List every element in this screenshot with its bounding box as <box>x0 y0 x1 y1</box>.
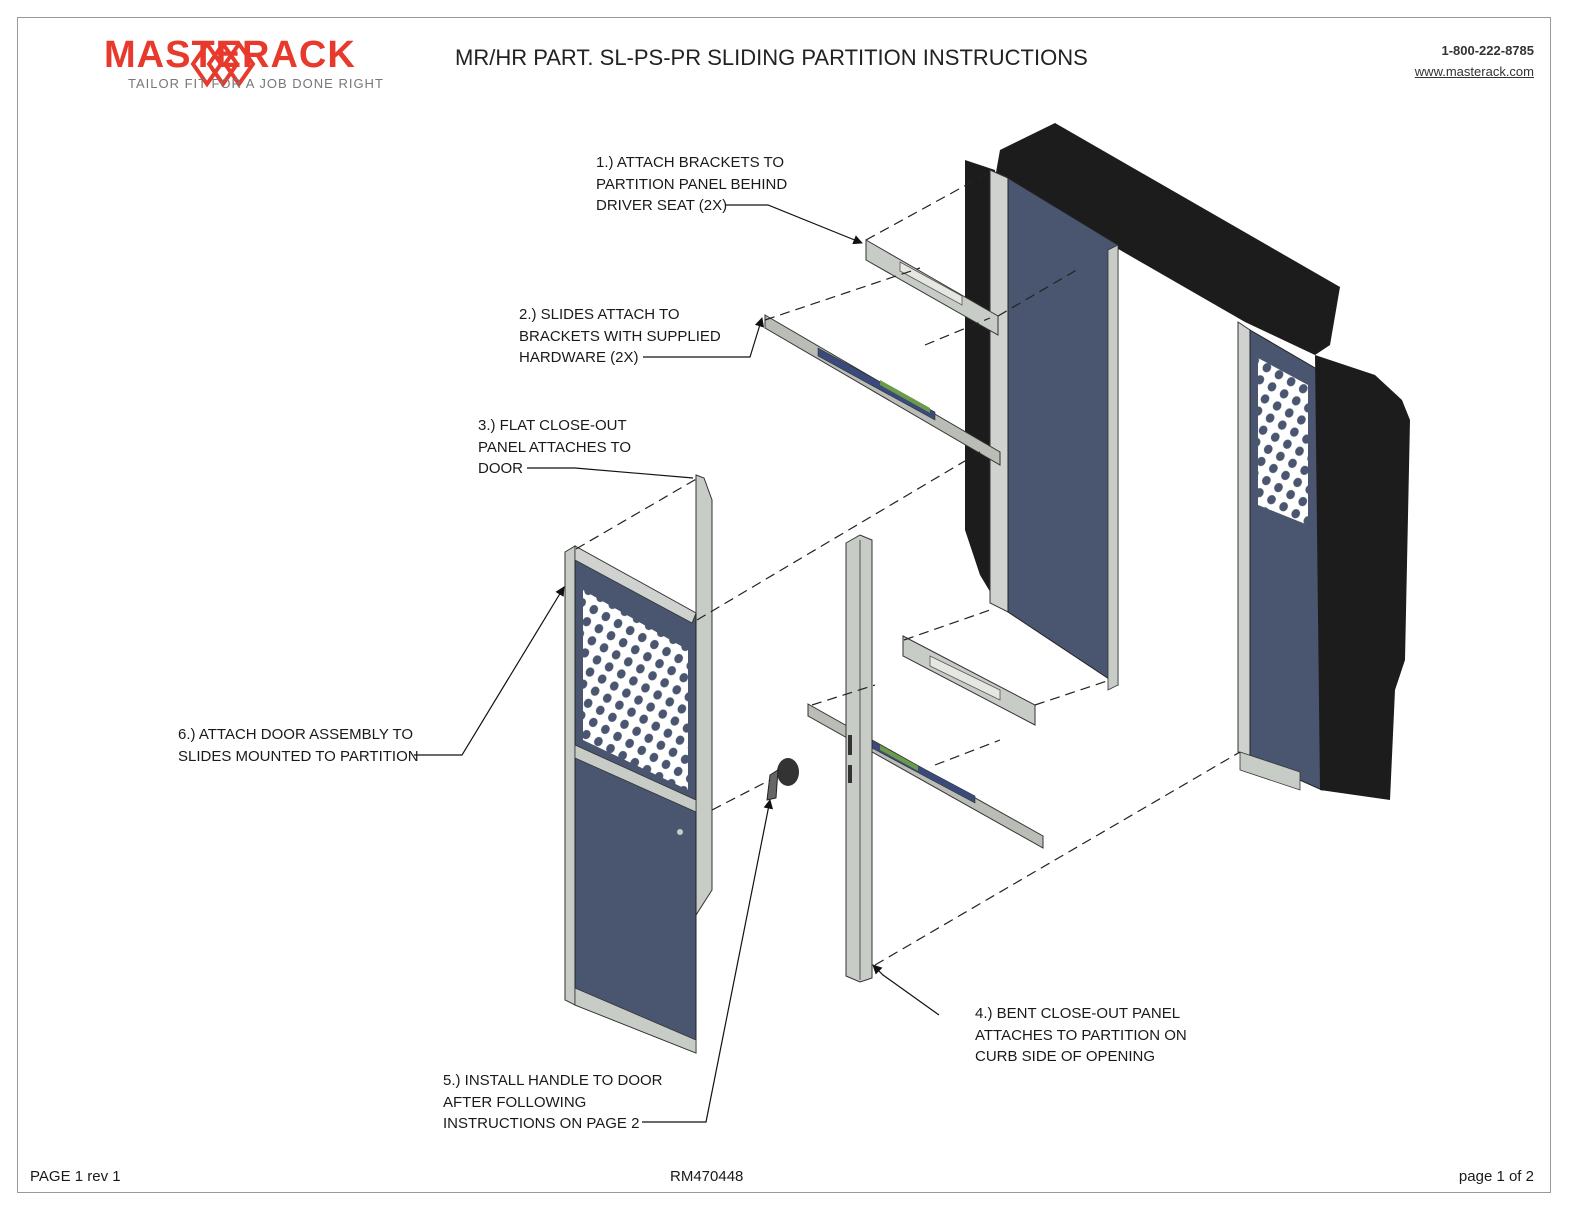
step-4-note: 4.) BENT CLOSE-OUT PANEL ATTACHES TO PAR… <box>975 1005 1187 1065</box>
door-assembly <box>564 545 697 1054</box>
step-1-note: 1.) ATTACH BRACKETS TO PARTITION PANEL B… <box>596 154 788 214</box>
slide-lower <box>807 703 1044 849</box>
slide-upper <box>764 314 1001 466</box>
partition-left-wall <box>965 160 995 600</box>
partition-left-panel <box>989 169 1119 691</box>
door-handle-part <box>766 758 799 801</box>
website-link[interactable]: www.masterack.com <box>1414 64 1534 79</box>
bracket-lower <box>902 635 1036 726</box>
phone-number: 1-800-222-8785 <box>1441 43 1534 58</box>
footer-part-number: RM470448 <box>670 1168 744 1185</box>
bent-closeout-panel <box>845 534 873 983</box>
partition-right-wall <box>1315 355 1410 800</box>
assembly-guide-lines <box>575 171 1241 966</box>
step-6-note: 6.) ATTACH DOOR ASSEMBLY TO SLIDES MOUNT… <box>178 726 419 765</box>
bracket-upper <box>865 239 999 336</box>
flat-closeout-panel <box>695 474 713 917</box>
partition-top-header <box>995 123 1340 355</box>
step-2-note: 2.) SLIDES ATTACH TO BRACKETS WITH SUPPL… <box>519 306 721 366</box>
drawing-frame <box>17 17 1551 1193</box>
step-5-note: 5.) INSTALL HANDLE TO DOOR AFTER FOLLOWI… <box>443 1072 663 1132</box>
brand-name: MASTERACK <box>104 34 356 76</box>
footer-page-rev: PAGE 1 rev 1 <box>30 1168 121 1185</box>
footer-page-count: page 1 of 2 <box>1458 1168 1534 1185</box>
masterack-logo-icon <box>190 40 256 88</box>
document-title: MR/HR PART. SL-PS-PR SLIDING PARTITION I… <box>455 45 1088 70</box>
partition-right-panel <box>1237 321 1323 791</box>
step-3-note: 3.) FLAT CLOSE-OUT PANEL ATTACHES TO DOO… <box>478 417 632 477</box>
callout-leaders <box>414 204 940 1123</box>
brand-tagline: TAILOR FIT FOR A JOB DONE RIGHT <box>128 76 384 91</box>
